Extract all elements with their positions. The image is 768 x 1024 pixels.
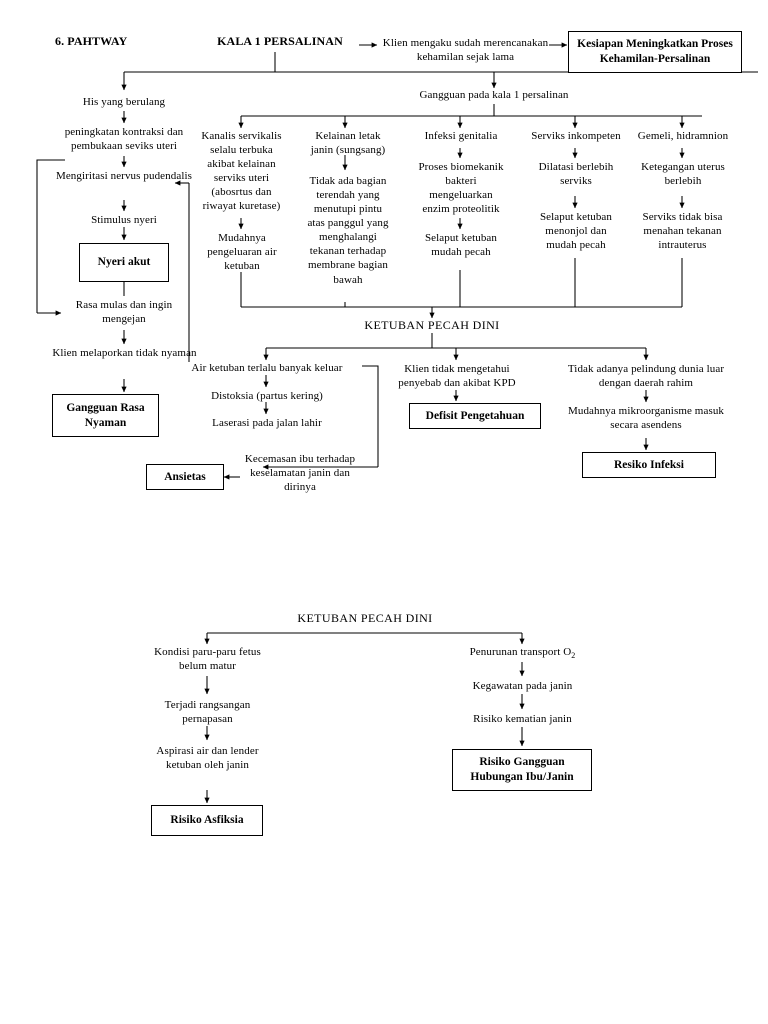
node-stimulus-nyeri: Stimulus nyeri bbox=[91, 214, 157, 226]
column-step-gemeli-2: Serviks tidak bisa menahan tekanan intra… bbox=[642, 211, 723, 252]
gangguan-kala1-label: Gangguan pada kala 1 persalinan bbox=[419, 89, 569, 101]
kpd-branch1-step2: Distoksia (partus kering) bbox=[211, 390, 323, 402]
column-step-infeksi-1: Proses biomekanik bakteri mengeluarkan e… bbox=[418, 161, 504, 216]
kpd-branch3-step2: Mudahnya mikroorganisme masuk secara ase… bbox=[567, 405, 725, 432]
box-gangguan-rasa-nyaman: Gangguan Rasa Nyaman bbox=[52, 394, 159, 437]
lower-right-step2: Kegawatan pada janin bbox=[472, 680, 573, 692]
kpd-branch3-step1: Tidak adanya pelindung dunia luar dengan… bbox=[567, 363, 725, 390]
box-resiko-infeksi: Resiko Infeksi bbox=[582, 452, 716, 478]
node-his-berulang: His yang berulang bbox=[82, 96, 166, 108]
label-ketuban-pecah-dini-upper: KETUBAN PECAH DINI bbox=[364, 318, 500, 332]
box-kesiapan-meningkatkan: Kesiapan Meningkatkan Proses Kehamilan-P… bbox=[568, 31, 742, 73]
column-step-serviks-2: Selaput ketuban menonjol dan mudah pecah bbox=[539, 211, 613, 252]
lower-left-step1: Kondisi paru-paru fetus belum matur bbox=[154, 646, 261, 673]
column-step-infeksi-2: Selaput ketuban mudah pecah bbox=[424, 232, 498, 259]
kpd-branch1-step3: Laserasi pada jalan lahir bbox=[212, 417, 322, 429]
client-plan-text: Klien mengaku sudah merencanakan kehamil… bbox=[382, 37, 549, 64]
box-risiko-asfiksia: Risiko Asfiksia bbox=[151, 805, 263, 836]
kpd-branch2-step1: Klien tidak mengetahui penyebab dan akib… bbox=[398, 363, 516, 390]
node-kecemasan-ibu: Kecemasan ibu terhadap keselamatan janin… bbox=[244, 453, 356, 494]
lower-right-step1-subscript: 2 bbox=[571, 651, 576, 661]
column-step-serviks-1: Dilatasi berlebih serviks bbox=[538, 161, 614, 188]
node-rasa-mulas: Rasa mulas dan ingin mengejan bbox=[75, 299, 173, 326]
subtitle-kala1: KALA 1 PERSALINAN bbox=[217, 34, 343, 48]
lower-left-step2: Terjadi rangsangan pernapasan bbox=[164, 699, 251, 726]
lower-left-step3: Aspirasi air dan lender ketuban oleh jan… bbox=[156, 745, 259, 772]
label-ketuban-pecah-dini-lower: KETUBAN PECAH DINI bbox=[297, 611, 433, 625]
lower-right-step1-text: Penurunan transport O bbox=[469, 646, 572, 658]
box-defisit-pengetahuan: Defisit Pengetahuan bbox=[409, 403, 541, 429]
box-risiko-gangguan-hubungan: Risiko Gangguan Hubungan Ibu/Janin bbox=[452, 749, 592, 791]
page-title: 6. PAHTWAY bbox=[55, 34, 128, 48]
kpd-branch1-step1: Air ketuban terlalu banyak keluar bbox=[191, 362, 343, 374]
column-head-kanalis: Kanalis servikalis selalu terbuka akibat… bbox=[201, 130, 282, 213]
box-ansietas: Ansietas bbox=[146, 464, 224, 490]
lower-right-step1: Penurunan transport O2 bbox=[460, 645, 585, 661]
node-mengiritasi-nervus: Mengiritasi nervus pudendalis bbox=[55, 170, 193, 182]
node-peningkatan-kontraksi: peningkatan kontraksi dan pembukaan sevi… bbox=[64, 126, 184, 153]
column-step-kelainan-1: Tidak ada bagian terendah yang menutupi … bbox=[307, 175, 389, 286]
column-head-infeksi-genitalia: Infeksi genitalia bbox=[424, 130, 498, 142]
column-head-gemeli: Gemeli, hidramnion bbox=[637, 130, 729, 142]
column-step-kanalis-1: Mudahnya pengeluaran air ketuban bbox=[207, 232, 277, 273]
column-head-serviks-inkompeten: Serviks inkompeten bbox=[531, 130, 621, 142]
box-nyeri-akut: Nyeri akut bbox=[79, 243, 169, 282]
column-head-kelainan-letak: Kelainan letak janin (sungsang) bbox=[310, 130, 386, 157]
column-step-gemeli-1: Ketegangan uterus berlebih bbox=[641, 161, 725, 188]
lower-right-step3: Risiko kematian janin bbox=[473, 713, 572, 725]
node-klien-melaporkan: Klien melaporkan tidak nyaman bbox=[52, 347, 197, 359]
